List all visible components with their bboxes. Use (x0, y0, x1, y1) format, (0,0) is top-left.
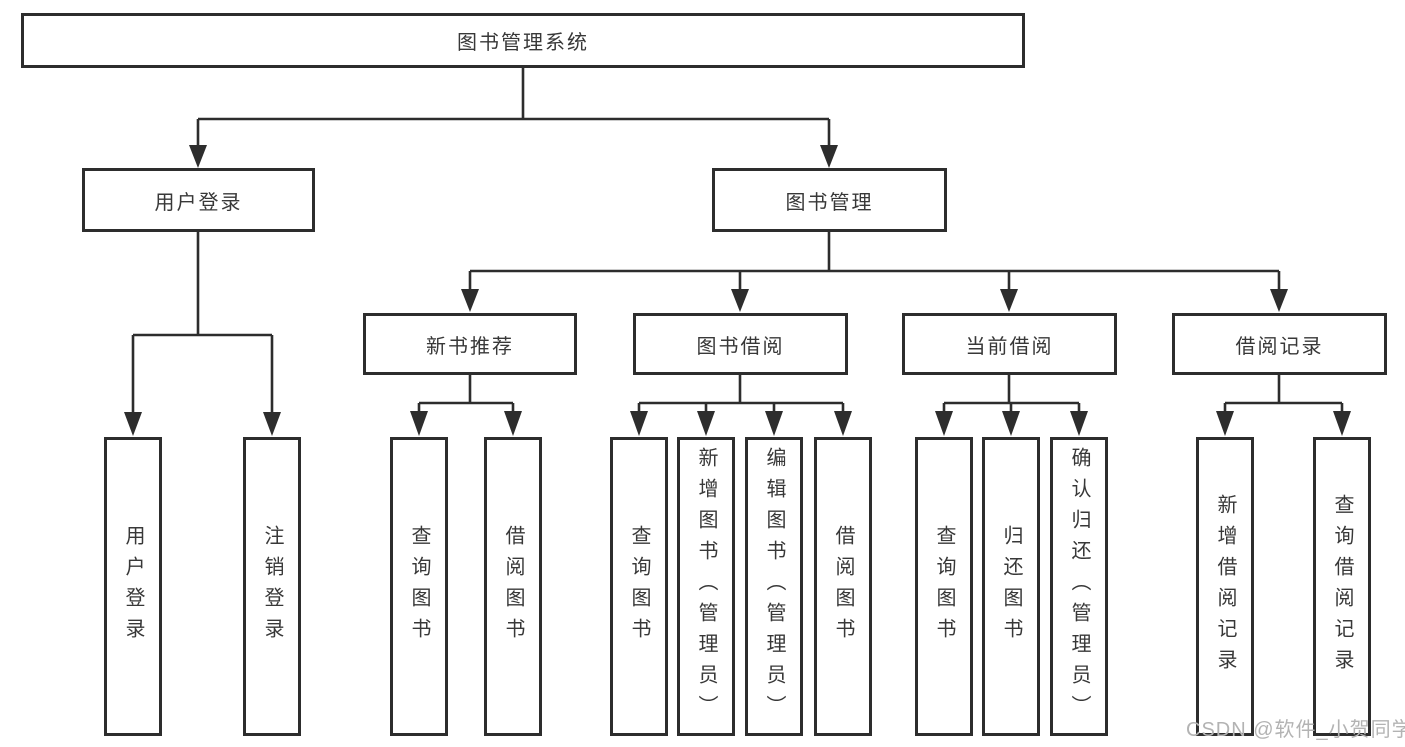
leaf-query-book-2: 查询图书 (610, 437, 668, 736)
node-root: 图书管理系统 (21, 13, 1025, 68)
leaf-query-book-1: 查询图书 (390, 437, 448, 736)
user-login-connector (124, 232, 281, 436)
node-book-borrowing: 图书借阅 (633, 313, 848, 375)
book-mgmt-connector (461, 232, 1288, 312)
leaf-query-book-3: 查询图书 (915, 437, 973, 736)
new-book-connector (410, 375, 522, 436)
leaf-return-book: 归还图书 (982, 437, 1040, 736)
node-new-book-recommend: 新书推荐 (363, 313, 577, 375)
leaf-user-login: 用户登录 (104, 437, 162, 736)
node-borrow-records: 借阅记录 (1172, 313, 1387, 375)
leaf-borrow-book-1: 借阅图书 (484, 437, 542, 736)
leaf-edit-book-admin: 编辑图书（管理员） (745, 437, 803, 736)
book-borrow-connector (630, 375, 852, 436)
node-book-mgmt: 图书管理 (712, 168, 947, 232)
leaf-confirm-return-admin: 确认归还（管理员） (1050, 437, 1108, 736)
node-current-borrowing: 当前借阅 (902, 313, 1117, 375)
csdn-watermark: CSDN @软件_小贺同学 (1186, 719, 1405, 741)
root-connector (189, 68, 838, 168)
leaf-query-borrow-record: 查询借阅记录 (1313, 437, 1371, 736)
leaf-borrow-book-2: 借阅图书 (814, 437, 872, 736)
current-borrow-connector (935, 375, 1088, 436)
node-user-login: 用户登录 (82, 168, 315, 232)
leaf-add-borrow-record: 新增借阅记录 (1196, 437, 1254, 736)
leaf-add-book-admin: 新增图书（管理员） (677, 437, 735, 736)
borrow-record-connector (1216, 375, 1351, 436)
leaf-logout: 注销登录 (243, 437, 301, 736)
